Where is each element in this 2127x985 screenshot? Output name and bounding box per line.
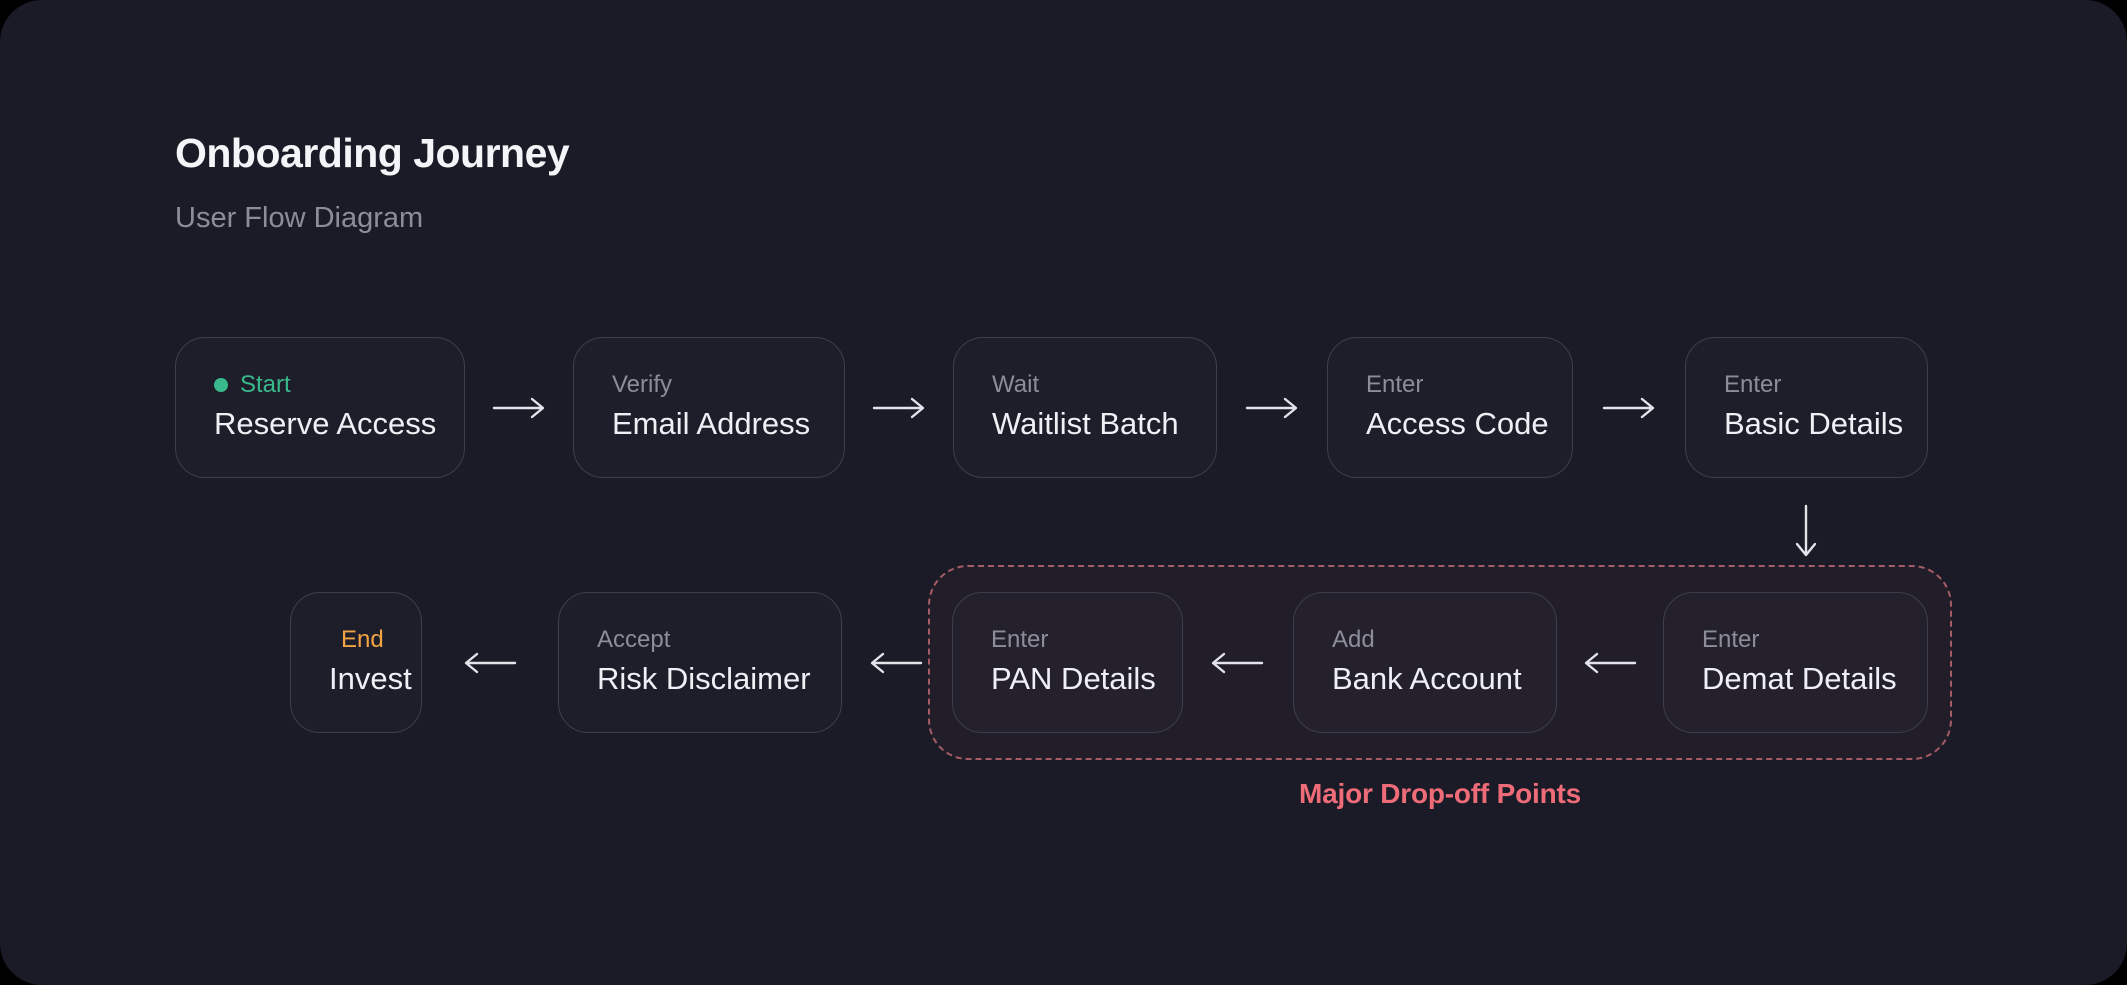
flow-node-waitlist-batch[interactable]: Wait Waitlist Batch xyxy=(953,337,1217,478)
node-label: Enter xyxy=(1366,371,1424,399)
flow-node-reserve-access[interactable]: Start Reserve Access xyxy=(175,337,465,478)
node-label: Wait xyxy=(992,371,1040,399)
node-badge: Verify xyxy=(612,373,806,397)
dropoff-label: Major Drop-off Points xyxy=(1299,778,1581,809)
node-label: Accept xyxy=(597,626,671,654)
node-badge: Add xyxy=(1332,628,1518,652)
node-label: Enter xyxy=(991,626,1049,654)
node-label: Start xyxy=(240,371,291,399)
node-badge-start: Start xyxy=(214,373,426,397)
start-dot-icon xyxy=(214,378,228,393)
node-label: Enter xyxy=(1702,626,1760,654)
flow-node-basic-details[interactable]: Enter Basic Details xyxy=(1685,337,1928,478)
node-title: Invest xyxy=(329,661,412,697)
node-badge: Enter xyxy=(1702,628,1889,652)
flow-node-pan-details[interactable]: Enter PAN Details xyxy=(952,592,1183,733)
flow-node-email-address[interactable]: Verify Email Address xyxy=(573,337,845,478)
node-title: Reserve Access xyxy=(214,406,437,442)
flow-node-risk-disclaimer[interactable]: Accept Risk Disclaimer xyxy=(558,592,842,733)
flow-node-bank-account[interactable]: Add Bank Account xyxy=(1293,592,1557,733)
node-title: Risk Disclaimer xyxy=(597,661,811,697)
node-title: Access Code xyxy=(1366,406,1549,442)
node-title: Basic Details xyxy=(1724,406,1904,442)
arrow-down-icon xyxy=(1793,503,1819,559)
node-label: Add xyxy=(1332,626,1375,654)
node-title: Bank Account xyxy=(1332,661,1522,697)
arrow-right-icon xyxy=(491,395,547,421)
page-subtitle: User Flow Diagram xyxy=(175,202,424,234)
arrow-left-icon xyxy=(868,650,924,676)
arrow-right-icon xyxy=(1244,395,1300,421)
flow-node-invest[interactable]: End Invest xyxy=(290,592,422,733)
arrow-right-icon xyxy=(1601,395,1657,421)
node-badge: Wait xyxy=(992,373,1178,397)
arrow-left-icon xyxy=(1582,650,1638,676)
arrow-left-icon xyxy=(1209,650,1265,676)
page-title: Onboarding Journey xyxy=(175,130,570,176)
flow-node-access-code[interactable]: Enter Access Code xyxy=(1327,337,1573,478)
node-badge: Enter xyxy=(1724,373,1889,397)
node-badge: Accept xyxy=(597,628,803,652)
dropoff-region xyxy=(928,565,1952,760)
node-title: Email Address xyxy=(612,406,811,442)
node-label: Verify xyxy=(612,371,673,399)
node-title: Demat Details xyxy=(1702,661,1897,697)
node-title: Waitlist Batch xyxy=(992,406,1179,442)
node-badge: Enter xyxy=(991,628,1144,652)
node-title: PAN Details xyxy=(991,661,1156,697)
node-label: Enter xyxy=(1724,371,1782,399)
flow-node-demat-details[interactable]: Enter Demat Details xyxy=(1663,592,1928,733)
node-badge: Enter xyxy=(1366,373,1534,397)
arrow-left-icon xyxy=(462,650,518,676)
arrow-right-icon xyxy=(871,395,927,421)
node-label: End xyxy=(341,626,384,654)
node-badge-end: End xyxy=(329,626,384,654)
